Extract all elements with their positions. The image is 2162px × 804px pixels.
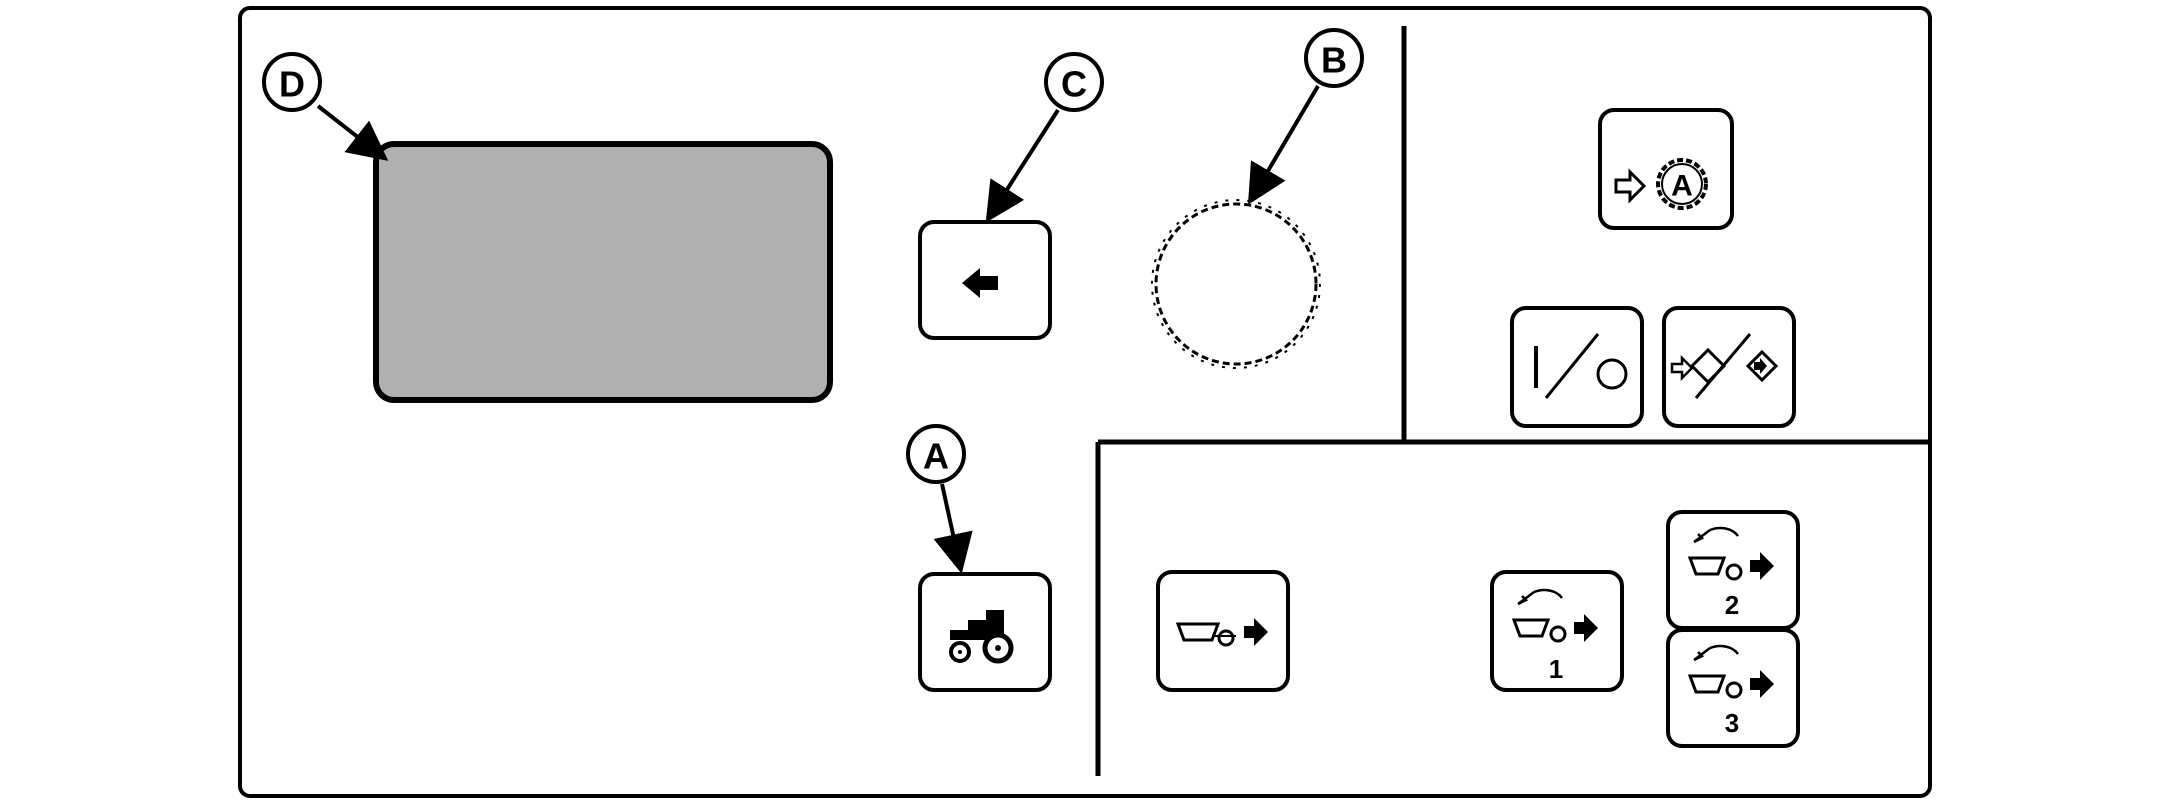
callout-c: C (985, 52, 1104, 223)
display-screen (373, 141, 833, 403)
callout-b-label: B (1321, 40, 1347, 81)
preset-3-number: 3 (1725, 708, 1739, 738)
callout-c-label: C (1061, 64, 1087, 105)
engage-disengage-icon (1670, 333, 1779, 399)
on-off-button[interactable] (1510, 306, 1644, 428)
grain-cart-arrow-icon (1175, 618, 1268, 647)
pivot-cart-arrow-icon (1511, 588, 1598, 643)
callout-b: B (1247, 28, 1364, 205)
preset-1-number: 1 (1549, 654, 1563, 684)
pivot-cart-arrow-icon (1687, 526, 1774, 581)
rotary-dial[interactable] (1151, 199, 1321, 369)
unload-preset-1-button[interactable]: 1 (1490, 570, 1624, 692)
engage-disengage-button[interactable] (1662, 306, 1796, 428)
auto-mode-button[interactable]: A (1598, 108, 1734, 230)
callout-d: D (262, 52, 389, 161)
callout-d-label: D (279, 64, 305, 105)
input-arrow-icon (1614, 168, 1647, 204)
tractor-icon (949, 610, 1014, 664)
back-button[interactable] (918, 220, 1052, 340)
unload-button[interactable] (1156, 570, 1290, 692)
power-toggle-icon (1534, 333, 1628, 399)
auto-mode-letter: A (1671, 170, 1693, 203)
unload-preset-2-button[interactable]: 2 (1666, 510, 1800, 630)
unload-preset-3-button[interactable]: 3 (1666, 628, 1800, 748)
callout-a: A (906, 424, 973, 574)
preset-2-number: 2 (1725, 590, 1739, 620)
tractor-button[interactable] (918, 572, 1052, 692)
callout-a-label: A (923, 436, 949, 477)
pivot-cart-arrow-icon (1687, 644, 1774, 699)
back-arrow-icon (962, 268, 998, 298)
